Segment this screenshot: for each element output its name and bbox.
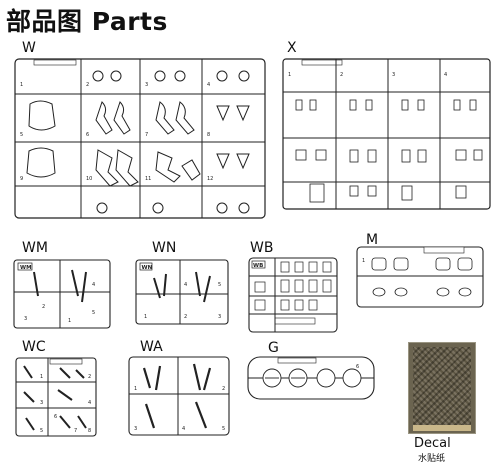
svg-text:WM: WM — [20, 265, 32, 271]
svg-text:10: 10 — [86, 176, 92, 182]
sprue-label-w: W — [22, 40, 36, 56]
sprue-label-x: X — [287, 40, 297, 56]
svg-text:1: 1 — [134, 386, 137, 392]
svg-text:3: 3 — [218, 314, 221, 320]
svg-text:1: 1 — [40, 374, 43, 380]
decal-sublabel: 水贴纸 — [418, 454, 446, 464]
decal-strip — [413, 425, 471, 431]
sprue-wn: WN 1 2 3 4 5 — [134, 258, 230, 326]
sprue-wa: 1 2 3 4 5 — [126, 354, 232, 438]
svg-text:1: 1 — [362, 258, 365, 264]
decal-pattern — [413, 347, 471, 429]
svg-text:3: 3 — [134, 426, 137, 432]
sprue-label-wn: WN — [152, 240, 177, 256]
svg-text:4: 4 — [88, 400, 91, 406]
svg-text:WN: WN — [142, 265, 153, 271]
svg-text:2: 2 — [42, 304, 45, 310]
svg-text:2: 2 — [222, 386, 225, 392]
svg-text:WB: WB — [253, 263, 263, 269]
decal-sheet — [408, 342, 476, 434]
sprue-label-wb: WB — [250, 240, 274, 256]
svg-text:1: 1 — [68, 318, 71, 324]
sprue-label-wa: WA — [140, 339, 163, 355]
sprue-wm: WM 4 5 3 2 1 — [12, 258, 112, 330]
svg-text:6: 6 — [54, 414, 57, 420]
svg-text:6: 6 — [86, 132, 89, 138]
svg-text:2: 2 — [340, 72, 343, 78]
sprue-label-g: G — [268, 340, 279, 356]
svg-text:5: 5 — [218, 282, 221, 288]
svg-text:1: 1 — [288, 72, 291, 78]
sprue-wc: 1 2 3 4 5 6 7 8 — [14, 356, 98, 438]
svg-text:2: 2 — [86, 82, 89, 88]
svg-text:7: 7 — [145, 132, 148, 138]
svg-text:2: 2 — [184, 314, 187, 320]
svg-text:2: 2 — [88, 374, 91, 380]
sprue-label-wc: WC — [22, 339, 46, 355]
decal-label: Decal — [414, 436, 451, 451]
svg-text:3: 3 — [24, 316, 27, 322]
svg-text:5: 5 — [222, 426, 225, 432]
svg-text:7: 7 — [74, 428, 77, 434]
svg-text:3: 3 — [40, 400, 43, 406]
sprue-x: 1 2 3 4 — [280, 56, 494, 214]
svg-text:4: 4 — [92, 282, 95, 288]
sprue-g: 6 — [244, 354, 378, 404]
svg-text:11: 11 — [145, 176, 151, 182]
svg-text:1: 1 — [20, 82, 23, 88]
svg-text:3: 3 — [145, 82, 148, 88]
sprue-label-m: M — [366, 232, 379, 248]
svg-text:4: 4 — [184, 282, 187, 288]
sprue-m: 1 — [354, 244, 486, 310]
sprue-wb: WB — [247, 256, 339, 334]
svg-text:4: 4 — [182, 426, 185, 432]
svg-text:8: 8 — [207, 132, 210, 138]
svg-text:5: 5 — [20, 132, 23, 138]
svg-text:3: 3 — [392, 72, 395, 78]
svg-text:5: 5 — [92, 310, 95, 316]
svg-text:12: 12 — [207, 176, 213, 182]
svg-text:6: 6 — [356, 364, 359, 370]
svg-text:1: 1 — [144, 314, 147, 320]
svg-text:4: 4 — [444, 72, 447, 78]
svg-text:9: 9 — [20, 176, 23, 182]
sprue-label-wm: WM — [22, 240, 48, 256]
svg-text:4: 4 — [207, 82, 210, 88]
svg-text:5: 5 — [40, 428, 43, 434]
page-title: 部品图 Parts — [6, 7, 168, 36]
svg-text:8: 8 — [88, 428, 91, 434]
